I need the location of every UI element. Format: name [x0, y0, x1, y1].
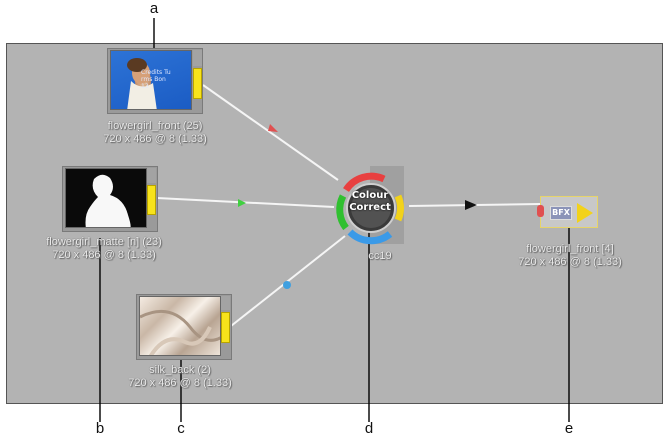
node-silk-label: silk_back (2) 720 x 486 @ 8 (1.33): [100, 364, 260, 390]
node-output-label: flowergirl_front [4] 720 x 486 @ 8 (1.33…: [490, 243, 650, 269]
callout-d: d: [364, 420, 374, 437]
link-front-to-cc[interactable]: [202, 84, 339, 181]
cc-title-line1: Colour: [351, 190, 389, 201]
bfx-badge: BFX: [550, 206, 572, 220]
link-arrow-red: [268, 124, 278, 132]
node-matte-resolution: 720 x 486 @ 8 (1.33): [52, 249, 156, 261]
node-matte-side-tab: [147, 168, 156, 183]
flowergirl-front-thumbnail: Credits Tu rms Bon 13: [110, 50, 192, 110]
node-front-side-tab: [193, 50, 202, 66]
callout-c: c: [177, 420, 185, 437]
cc-node-label: cc19: [368, 250, 392, 262]
silk-folds: [140, 309, 220, 355]
node-front-label: flowergirl_front (25) 720 x 486 @ 8 (1.3…: [70, 120, 240, 146]
play-icon: [577, 203, 593, 223]
colour-correct-title: Colour Correct: [345, 190, 395, 214]
node-matte-name: flowergirl_matte [n] (23): [46, 236, 162, 248]
cc-title-line2: Correct: [349, 202, 391, 213]
link-arrow-green: [238, 199, 246, 207]
silk-back-thumbnail: [139, 296, 221, 356]
node-silk-name: silk_back (2): [149, 364, 211, 376]
node-output-resolution: 720 x 486 @ 8 (1.33): [518, 256, 622, 268]
colour-correct-node[interactable]: [334, 172, 408, 246]
flowergirl-front-figure: [127, 58, 157, 109]
output-input-dot: [537, 205, 544, 217]
node-output-name: flowergirl_front [4]: [526, 243, 614, 255]
node-silk-resolution: 720 x 486 @ 8 (1.33): [128, 377, 232, 389]
flowergirl-matte-thumbnail: [65, 168, 147, 228]
callout-a: a: [149, 0, 159, 17]
flowergirl-front-overlay-text: Credits Tu rms Bon 13: [141, 69, 171, 90]
node-matte-output-tab[interactable]: [147, 185, 156, 215]
link-arrow-blue: [283, 281, 291, 289]
link-matte-to-cc[interactable]: [156, 197, 335, 208]
node-front-resolution: 720 x 486 @ 8 (1.33): [103, 133, 207, 145]
matte-silhouette: [85, 174, 131, 227]
node-front-output-tab[interactable]: [193, 68, 202, 99]
callout-b: b: [95, 420, 105, 437]
node-flowergirl-output[interactable]: BFX: [537, 196, 598, 228]
node-silk-side-tab: [221, 296, 230, 310]
link-arrow-black: [465, 200, 477, 210]
node-silk-output-tab[interactable]: [221, 312, 230, 343]
callout-e: e: [564, 420, 574, 437]
node-front-name: flowergirl_front (25): [107, 120, 203, 132]
link-silk-to-cc[interactable]: [230, 235, 346, 327]
node-matte-label: flowergirl_matte [n] (23) 720 x 486 @ 8 …: [14, 236, 194, 262]
